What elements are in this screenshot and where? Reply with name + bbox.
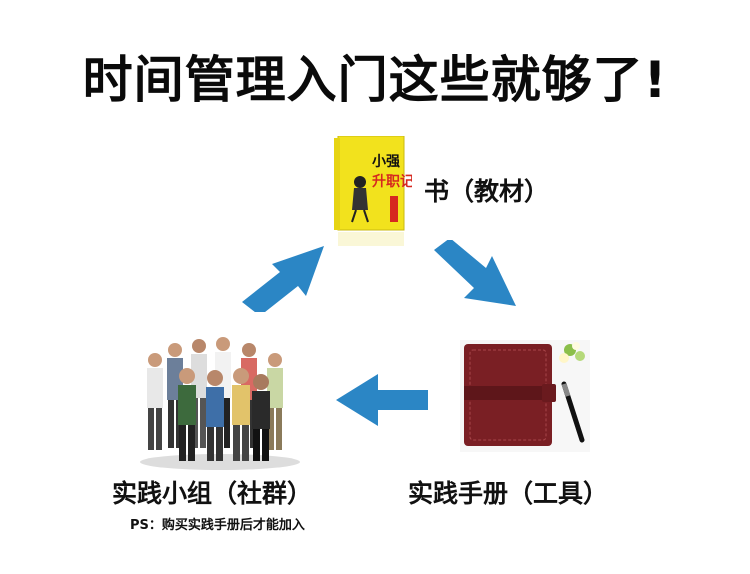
page-title: 时间管理入门这些就够了!: [82, 51, 668, 109]
group-label: 实践小组（社群）: [112, 479, 313, 508]
arrow-left-icon: [334, 372, 430, 428]
flower-icon: [559, 342, 585, 363]
notebook-image: [460, 340, 590, 452]
pen-icon: [561, 381, 585, 443]
group-note: PS：购买实践手册后才能加入: [130, 518, 305, 533]
book-cover-image: 小强 升职记: [332, 135, 414, 248]
book-cover-figure: [351, 176, 369, 223]
arrow-up-right-icon: [236, 240, 332, 316]
book-cover-title-1: 小强: [372, 154, 400, 170]
arrow-down-right-icon: [428, 238, 524, 312]
book-label: 书（教材）: [424, 177, 550, 206]
manual-label: 实践手册（工具）: [408, 479, 609, 508]
people-group-image: [135, 332, 305, 472]
book-cover-title-2: 升职记: [372, 173, 412, 190]
